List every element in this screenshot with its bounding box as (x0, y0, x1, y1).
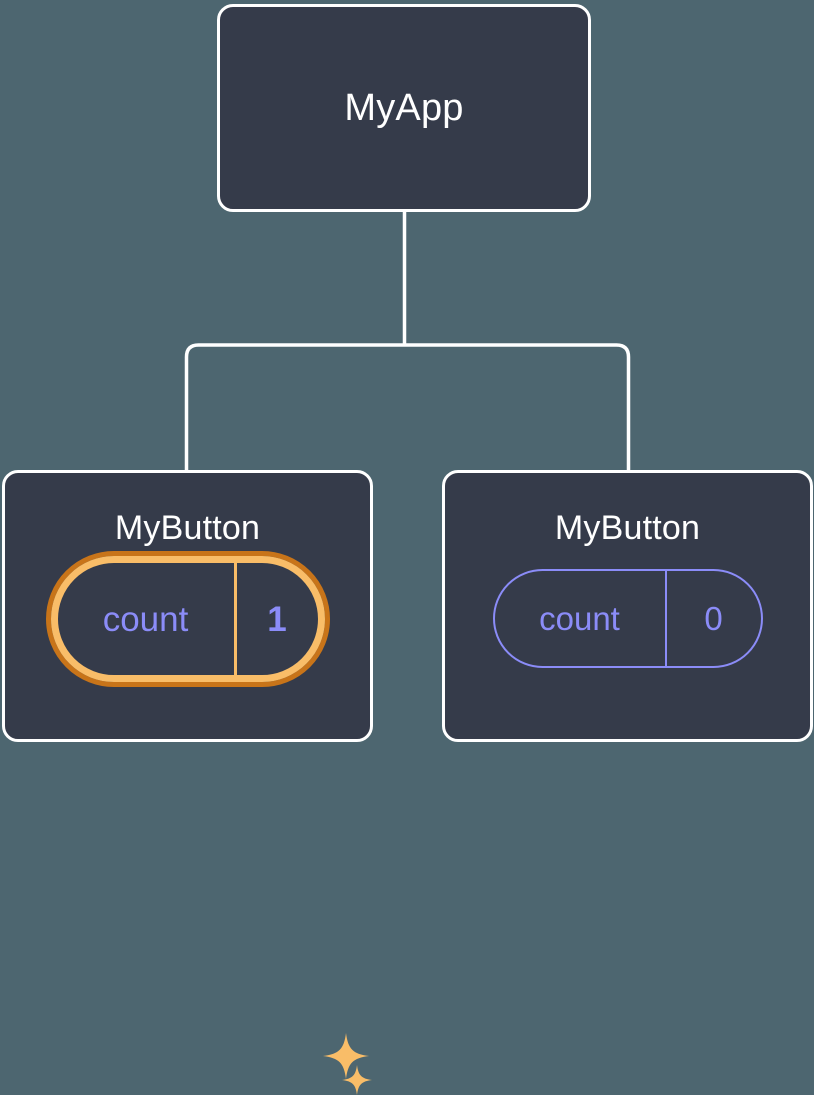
state-pill-inner: count 1 (50, 556, 325, 682)
state-pill-count-highlighted[interactable]: count 1 (45, 551, 330, 687)
node-label: MyApp (344, 87, 464, 129)
state-key-label: count (58, 563, 237, 675)
component-tree-diagram: MyApp MyButton count 1 MyButton count 0 (2, 4, 813, 1095)
sparkle-small-icon (342, 1065, 372, 1095)
state-pill-count[interactable]: count 0 (492, 569, 763, 668)
state-value-label: 1 (267, 599, 287, 639)
connector-children-bus (184, 343, 631, 472)
node-label: MyButton (114, 509, 261, 547)
tree-node-mybutton-right[interactable]: MyButton count 0 (442, 470, 813, 742)
tree-node-mybutton-left[interactable]: MyButton count 1 (2, 470, 373, 1095)
state-key-label: count (495, 571, 667, 666)
state-value-label: 0 (704, 600, 723, 637)
node-label: MyButton (554, 509, 701, 547)
sparkle-large-icon (323, 1033, 369, 1079)
tree-node-myapp[interactable]: MyApp (217, 4, 591, 212)
